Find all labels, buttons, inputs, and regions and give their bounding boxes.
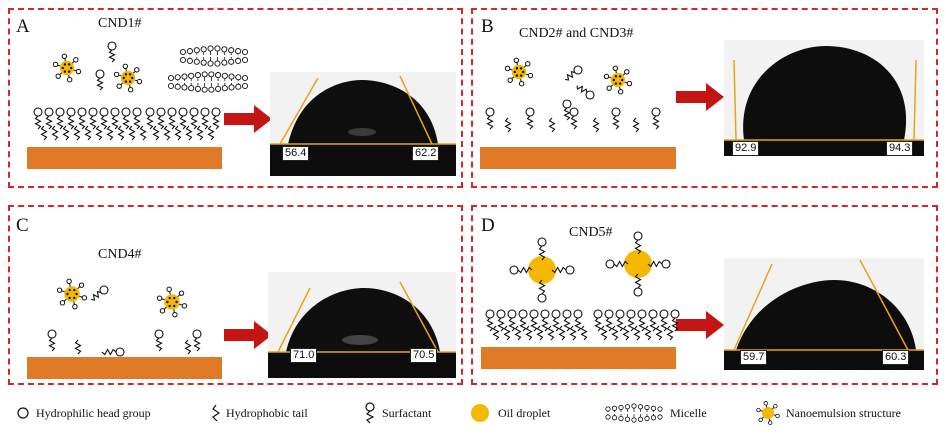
surfactant-layer: [485, 65, 661, 133]
arrow-right-icon: [676, 83, 724, 111]
tail-layer: [152, 125, 215, 141]
surfactant-layer: [33, 107, 142, 130]
surfactant-layer: [593, 309, 680, 332]
panel-label: B: [481, 16, 494, 37]
substrate: [27, 357, 222, 379]
panel-b: B CND2# and CND3#: [471, 8, 938, 188]
oil-droplet-icon: [605, 231, 671, 297]
panel-title: CND1#: [98, 16, 142, 31]
surfactant-icon: [95, 41, 117, 91]
panel-label: C: [16, 215, 29, 236]
legend-label: Hydrophobic tail: [226, 405, 308, 420]
surfactant-layer: [485, 309, 583, 332]
legend-label: Hydrophilic head group: [36, 405, 151, 420]
panel-title: CND2# and CND3#: [519, 26, 634, 41]
oil-droplet-icon: [509, 237, 575, 303]
panel-label: A: [16, 16, 30, 37]
panel-c: C CND4#: [8, 205, 463, 385]
micelle-icon: [167, 71, 249, 93]
nanoemulsion-icon: [504, 57, 534, 87]
tail-layer: [40, 125, 147, 141]
legend-label: Oil droplet: [498, 405, 551, 420]
nanoemulsion-icon: [156, 286, 188, 318]
panel-d: D CND5#: [471, 205, 938, 385]
arrow-right-icon: [224, 321, 272, 349]
legend-item: Hydrophobic tail: [212, 402, 308, 424]
legend-item: Hydrophilic head group: [16, 402, 151, 424]
contact-angle-left: 59.7: [740, 350, 768, 365]
oil-droplet-icon: [471, 404, 489, 422]
droplet-photo: 71.0 70.5: [268, 272, 456, 378]
arrow-right-icon: [224, 105, 272, 133]
contact-angle-left: 92.9: [732, 141, 760, 156]
arrow-right-icon: [676, 311, 724, 339]
hydrophobic-tail-icon: [212, 404, 220, 422]
substrate: [27, 147, 222, 169]
contact-angle-left: 56.4: [282, 146, 310, 161]
contact-angle-left: 71.0: [290, 348, 318, 363]
legend-item: Micelle: [604, 402, 707, 424]
legend-label: Micelle: [670, 405, 707, 420]
droplet-photo: 59.7 60.3: [724, 258, 924, 370]
surfactant-layer: [47, 285, 202, 357]
hydrophilic-head-icon: [17, 407, 29, 419]
micelle-icon: [179, 45, 249, 67]
legend-label: Surfactant: [382, 405, 432, 420]
nanoemulsion-icon: [603, 65, 633, 95]
contact-angle-right: 94.3: [886, 141, 914, 156]
legend-item: Nanoemulsion structure: [756, 401, 901, 425]
contact-angle-right: 62.2: [412, 146, 440, 161]
nanoemulsion-icon: [52, 53, 82, 83]
substrate: [481, 347, 676, 369]
legend-item: Oil droplet: [470, 402, 550, 424]
panel-title: CND4#: [98, 247, 142, 262]
surfactant-layer: [145, 107, 221, 130]
nanoemulsion-icon: [756, 401, 780, 425]
surfactant-icon: [365, 402, 375, 424]
micelle-icon: [605, 403, 663, 423]
nanoemulsion-icon: [113, 63, 143, 93]
panel-title: CND5#: [569, 225, 613, 240]
panel-label: D: [481, 215, 495, 236]
tail-layer: [492, 325, 588, 341]
contact-angle-right: 70.5: [410, 348, 438, 363]
legend-label: Nanoemulsion structure: [786, 405, 901, 420]
droplet-photo: 92.9 94.3: [724, 40, 924, 156]
legend-item: Surfactant: [364, 402, 431, 424]
nanoemulsion-icon: [56, 278, 88, 310]
panel-a: A CND1#: [8, 8, 463, 188]
contact-angle-right: 60.3: [882, 350, 910, 365]
substrate: [480, 147, 676, 169]
droplet-photo: 56.4 62.2: [270, 72, 456, 176]
tail-layer: [600, 325, 674, 341]
